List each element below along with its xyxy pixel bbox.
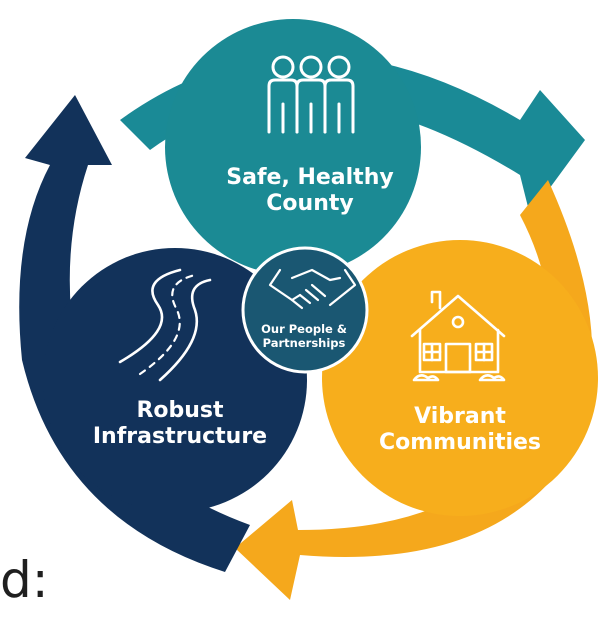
road-icon	[118, 268, 212, 382]
vibrant-label-line1: Vibrant	[414, 404, 506, 429]
handshake-icon	[268, 268, 357, 310]
robust-circle	[43, 248, 307, 512]
house-icon	[410, 290, 506, 382]
cut-off-text: d:	[0, 551, 49, 609]
safe-label-line1: Safe, Healthy	[226, 165, 394, 190]
vibrant-circle	[322, 240, 598, 516]
people-icon	[267, 55, 355, 134]
our-people-partnerships-label: Our People & Partnerships	[248, 322, 360, 351]
center-label-line2: Partnerships	[262, 336, 346, 351]
robust-label-line1: Robust	[136, 398, 224, 423]
vibrant-label-line2: Communities	[378, 430, 542, 456]
center-label-line1: Our People &	[261, 322, 347, 336]
vibrant-communities-label: Vibrant Communities	[350, 404, 570, 457]
safe-circle	[165, 19, 421, 275]
safe-healthy-county-label: Safe, Healthy County	[200, 165, 420, 218]
robust-label-line2: Infrastructure	[92, 424, 268, 450]
robust-infrastructure-label: Robust Infrastructure	[70, 398, 290, 451]
safe-label-line2: County	[266, 191, 354, 217]
center-circle	[241, 246, 369, 374]
